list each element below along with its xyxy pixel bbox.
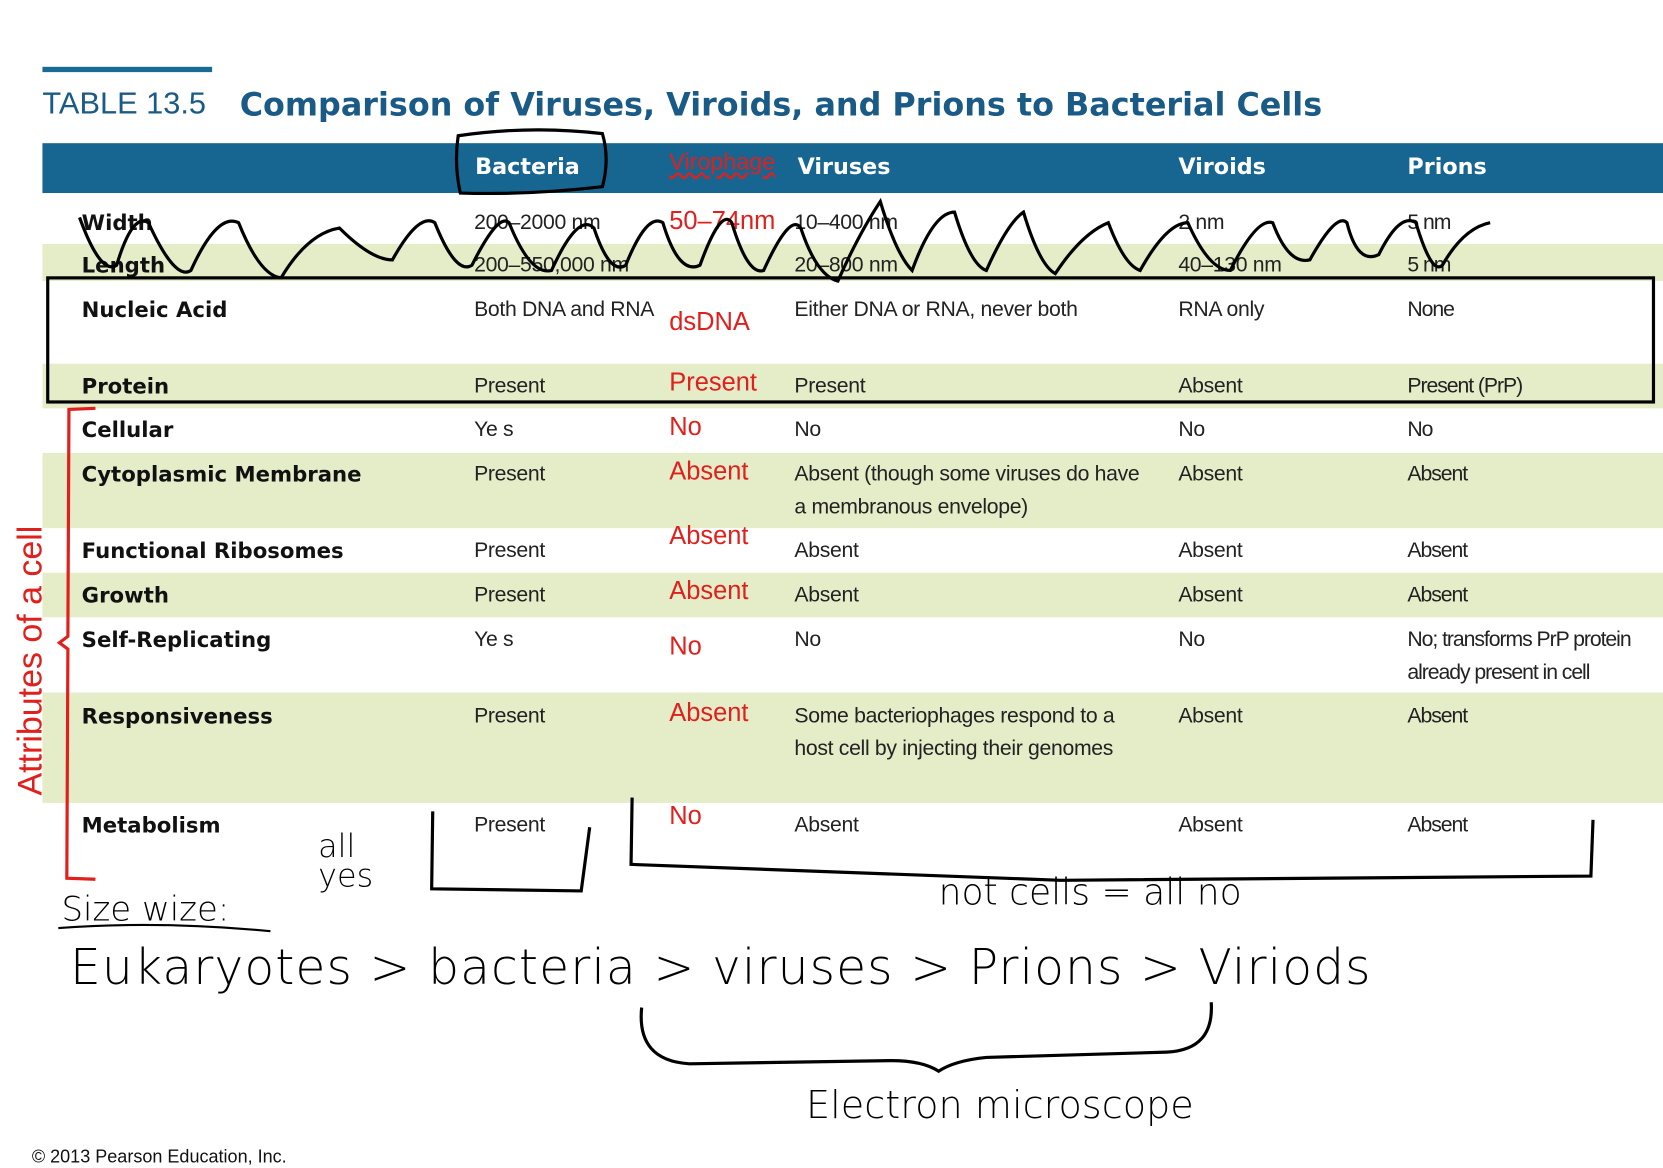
cell-prions: None <box>1407 298 1455 322</box>
row-label: Responsiveness <box>81 703 273 729</box>
cell-viroids: Absent <box>1178 538 1243 563</box>
copyright: © 2013 Pearson Education, Inc. <box>31 1146 287 1167</box>
row-label: Metabolism <box>81 812 221 838</box>
row-band <box>42 692 1663 803</box>
cell-viroids: No <box>1178 627 1205 652</box>
cell-bacteria: Present <box>474 813 545 837</box>
cell-viroids: Absent <box>1178 462 1243 486</box>
cell-viroids: Absent <box>1178 704 1243 728</box>
electron-microscope-annotation: Electron microscope <box>806 1083 1194 1128</box>
cell-virophage: Absent <box>669 576 749 606</box>
row-label: Nucleic Acid <box>81 296 228 323</box>
row-band <box>42 572 1663 618</box>
cell-bacteria: Ye s <box>474 627 514 652</box>
cell-prions: Absent <box>1407 813 1468 837</box>
cell-virophage: Present <box>669 368 757 397</box>
cell-bacteria: Present <box>474 583 545 607</box>
cell-bacteria: Present <box>474 462 545 486</box>
attributes-bracket <box>56 406 96 881</box>
row-label: Protein <box>81 373 170 399</box>
header-virophage: Virophage <box>669 148 776 175</box>
cell-viruses: Present <box>794 374 866 398</box>
cell-prions: No <box>1407 417 1433 442</box>
cell-virophage: No <box>669 632 702 661</box>
cell-bacteria: 200–550,000 nm <box>474 253 629 277</box>
cell-viruses: Either DNA or RNA, never both <box>794 298 1078 322</box>
cell-viruses: No <box>794 627 821 652</box>
attributes-annotation: Attributes of a cell <box>10 525 49 796</box>
row-label: Cellular <box>81 416 174 443</box>
cell-bacteria: 200–2000 nm <box>474 211 601 235</box>
scribble-wave <box>78 197 1491 283</box>
cell-bacteria: Present <box>474 704 545 728</box>
cell-bacteria: Ye s <box>474 417 514 442</box>
size-underline <box>58 923 271 933</box>
bacteria-circle <box>454 128 608 196</box>
row-label: Self-Replicating <box>81 626 272 653</box>
header-bacteria: Bacteria <box>475 153 580 180</box>
cell-virophage: Absent <box>669 521 749 551</box>
cell-viruses: Some bacteriophages respond to a host ce… <box>794 704 1115 761</box>
cell-virophage: dsDNA <box>669 307 750 337</box>
header-viroids: Viroids <box>1178 153 1266 180</box>
row-label: Functional Ribosomes <box>81 537 344 564</box>
cell-prions: Absent <box>1407 583 1468 607</box>
row-band <box>42 452 1663 529</box>
electron-brace <box>639 1002 1213 1074</box>
cell-viroids: Absent <box>1178 583 1243 607</box>
cell-prions: Absent <box>1407 704 1468 728</box>
cell-virophage: Absent <box>669 698 749 728</box>
cell-virophage: No <box>669 801 702 831</box>
cell-viroids: Absent <box>1178 374 1243 398</box>
row-label: Cytoplasmic Membrane <box>81 461 362 487</box>
cell-bacteria: Present <box>474 374 545 398</box>
cell-prions: 5 nm <box>1407 253 1451 277</box>
cell-prions: Present (PrP) <box>1407 374 1523 398</box>
header-viruses: Viruses <box>797 153 891 180</box>
cell-virophage: Absent <box>669 457 749 486</box>
table-title: Comparison of Viruses, Viroids, and Prio… <box>239 86 1323 125</box>
title-rule <box>42 66 213 73</box>
cell-bacteria: Present <box>474 538 545 563</box>
cell-viruses: No <box>794 417 821 442</box>
cell-viruses: Absent <box>794 583 859 607</box>
cell-viroids: Absent <box>1178 813 1243 837</box>
row-label: Length <box>81 252 166 278</box>
non-cell-bracket <box>629 797 1595 882</box>
row-label: Growth <box>81 582 169 608</box>
cell-viroids: RNA only <box>1178 298 1265 322</box>
cell-viroids: 40–130 nm <box>1178 253 1282 277</box>
cell-viruses: Absent <box>794 538 859 563</box>
cell-virophage: No <box>669 412 702 442</box>
cell-prions: Absent <box>1407 538 1468 563</box>
not-cells-annotation: not cells = all no <box>938 871 1242 915</box>
size-order-annotation: Eukaryotes > bacteria > viruses > Prions… <box>69 938 1372 996</box>
size-wise-label: Size wize: <box>61 888 230 930</box>
cell-bacteria: Both DNA and RNA <box>474 298 655 322</box>
cell-viruses: Absent <box>794 813 859 837</box>
all-yes-annotation: all yes <box>318 828 374 896</box>
cell-viroids: No <box>1178 417 1205 442</box>
cell-prions: Absent <box>1407 462 1468 486</box>
table-header <box>42 143 1663 194</box>
bacteria-bracket <box>430 811 592 893</box>
cell-prions: No; transforms PrP protein already prese… <box>1407 627 1631 685</box>
header-prions: Prions <box>1407 153 1487 180</box>
nucleic-protein-box <box>46 276 1656 404</box>
table-label: TABLE 13.5 <box>42 86 206 121</box>
cell-viruses: Absent (though some viruses do have a me… <box>794 462 1140 519</box>
